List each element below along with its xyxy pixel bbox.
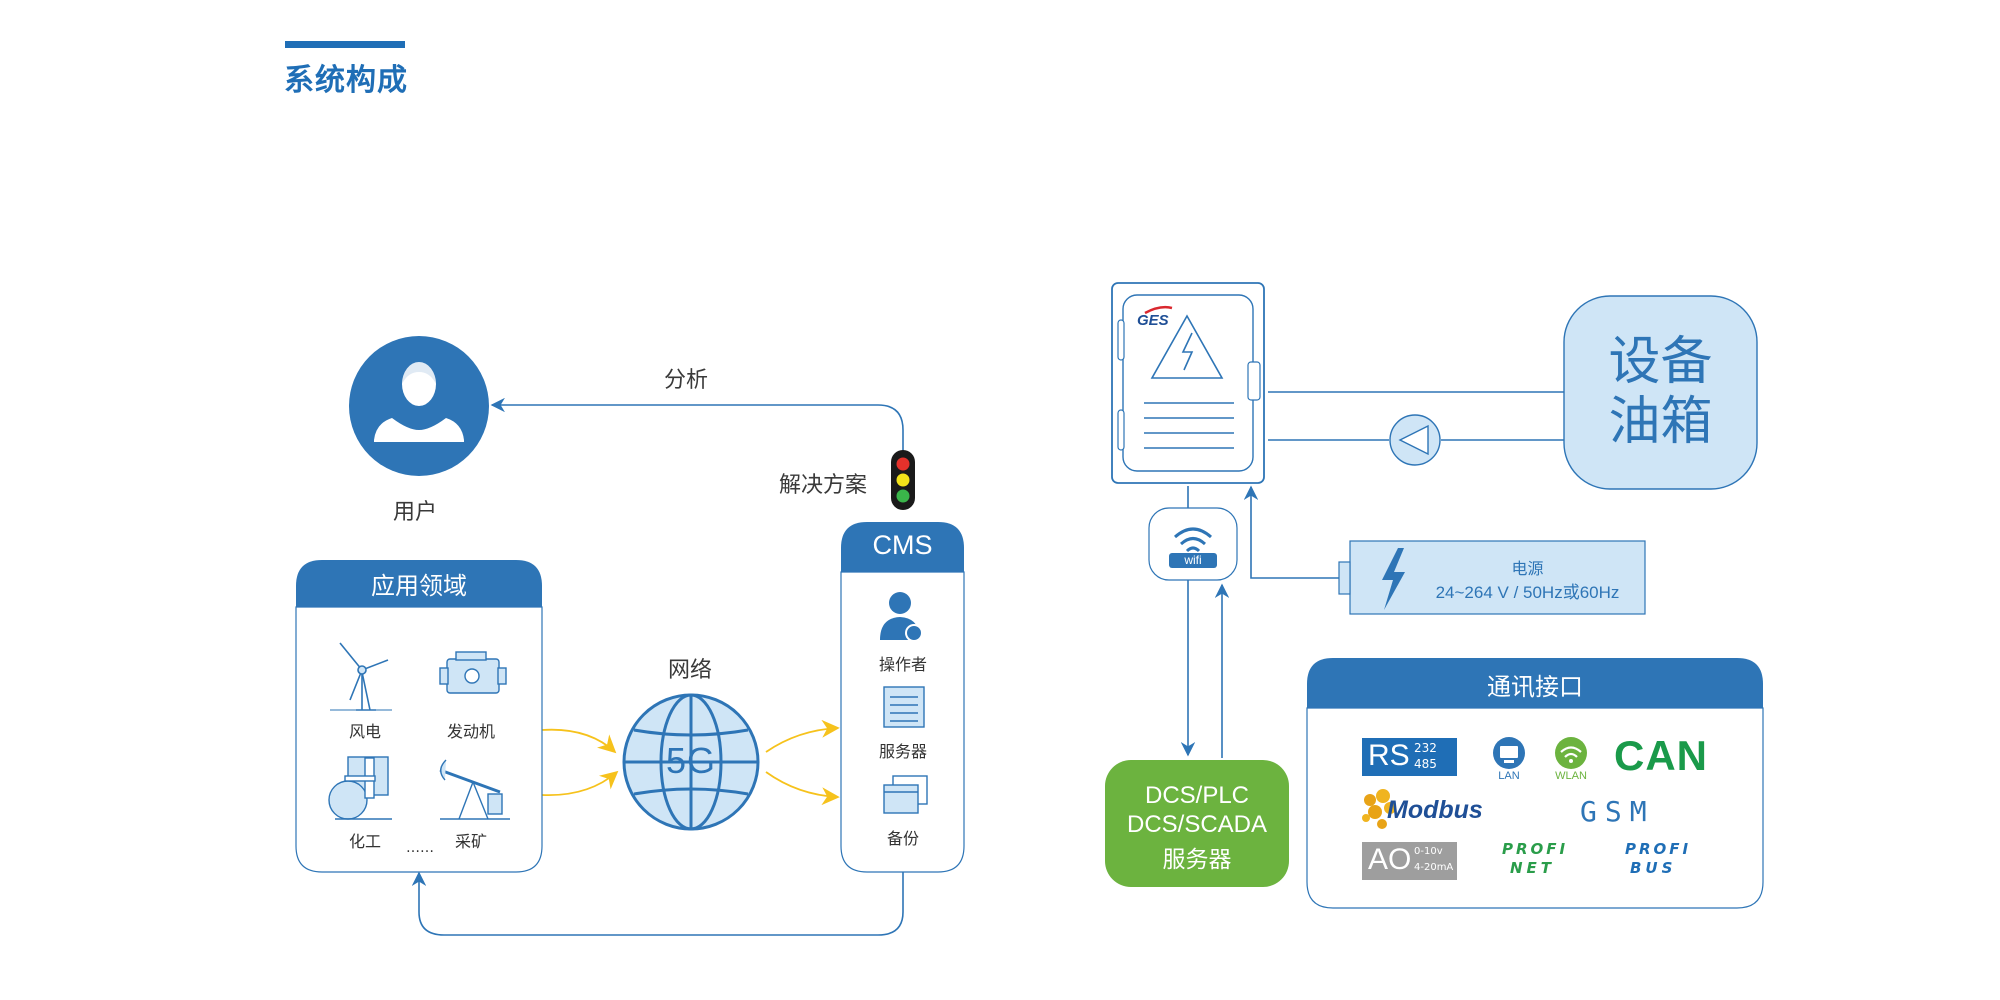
chemical-plant-icon (328, 756, 392, 820)
wlan-icon (1555, 737, 1587, 769)
application-item-chemical: 化工 (348, 832, 381, 851)
application-item-mining: 采矿 (454, 832, 487, 851)
server-rack-icon (883, 686, 925, 728)
ao-logo-420ma: 4-20mA (1414, 862, 1454, 873)
lan-icon (1493, 737, 1525, 769)
server-line3: 服务器 (1162, 847, 1232, 873)
power-spec: 24~264 V / 50Hz或60Hz (1435, 583, 1620, 602)
modbus-logo: Modbus (1387, 796, 1483, 824)
ao-logo-010v: 0-10v (1414, 846, 1443, 857)
gsm-logo: GSM (1580, 795, 1655, 828)
cms-item-operator: 操作者 (878, 655, 927, 674)
operator-icon (880, 592, 923, 642)
application-header: 应用领域 (371, 572, 467, 600)
analysis-label: 分析 (664, 368, 709, 393)
tank-label-line2: 油箱 (1608, 392, 1713, 452)
wifi-label: wifi (1184, 553, 1202, 567)
profinet-logo-bottom: NET (1510, 859, 1556, 877)
analysis-line (490, 397, 904, 455)
rs-logo-main: RS (1368, 739, 1410, 772)
feedback-line (411, 870, 904, 936)
oil-tank (1563, 295, 1758, 490)
solution-label: 解决方案 (779, 473, 868, 498)
application-panel (295, 560, 543, 873)
user-label: 用户 (393, 500, 438, 525)
ao-logo-main: AO (1368, 843, 1412, 876)
network-label: 网络 (668, 658, 713, 683)
pump-icon (1389, 414, 1441, 466)
yellow-arrow-5g-cms-2 (765, 771, 840, 806)
can-logo: CAN (1614, 732, 1708, 779)
traffic-light-icon (891, 450, 915, 510)
tank-label-line1: 设备 (1608, 332, 1713, 392)
power-supply-box (1338, 540, 1646, 615)
ges-brand-logo: GES (1137, 312, 1169, 329)
power-line (1243, 485, 1350, 579)
page-title: 系统构成 (284, 63, 408, 98)
5g-globe-icon (622, 693, 760, 831)
engine-icon (439, 651, 507, 694)
lan-label: LAN (1498, 770, 1520, 782)
title-accent-bar (285, 41, 405, 48)
cms-header: CMS (872, 530, 933, 560)
application-item-engine: 发动机 (446, 722, 495, 741)
yellow-arrow-app-5g-2 (541, 770, 619, 797)
ao-logo-bg (1362, 842, 1457, 880)
yellow-arrow-app-5g-1 (541, 728, 617, 754)
rs-logo-485: 485 (1414, 757, 1437, 771)
application-item-wind: 风电 (348, 722, 381, 741)
control-cabinet (1111, 282, 1265, 484)
application-more: …… (406, 840, 434, 856)
rs-logo-232: 232 (1414, 741, 1437, 755)
wifi-module (1148, 507, 1238, 581)
power-title: 电源 (1511, 559, 1544, 578)
profibus-logo-top: PROFI (1625, 840, 1692, 858)
wlan-label: WLAN (1555, 770, 1587, 782)
backup-icon (883, 775, 928, 814)
cms-item-server: 服务器 (878, 742, 927, 761)
comm-header: 通讯接口 (1487, 673, 1583, 701)
rs-logo-bg (1362, 738, 1457, 776)
yellow-arrow-5g-cms-1 (765, 719, 840, 753)
user-icon (349, 336, 489, 476)
pump-jack-icon (439, 759, 510, 820)
scada-server-box (1105, 760, 1289, 887)
server-line1: DCS/PLC (1144, 782, 1250, 809)
profibus-logo-bottom: BUS (1630, 859, 1677, 877)
cms-item-backup: 备份 (886, 829, 919, 848)
5g-label: 5G (665, 740, 717, 781)
profinet-logo-top: PROFI (1502, 840, 1569, 858)
wind-turbine-icon (330, 642, 392, 711)
modbus-dots-icon (1362, 789, 1396, 829)
server-line2: DCS/SCADA (1126, 811, 1268, 838)
